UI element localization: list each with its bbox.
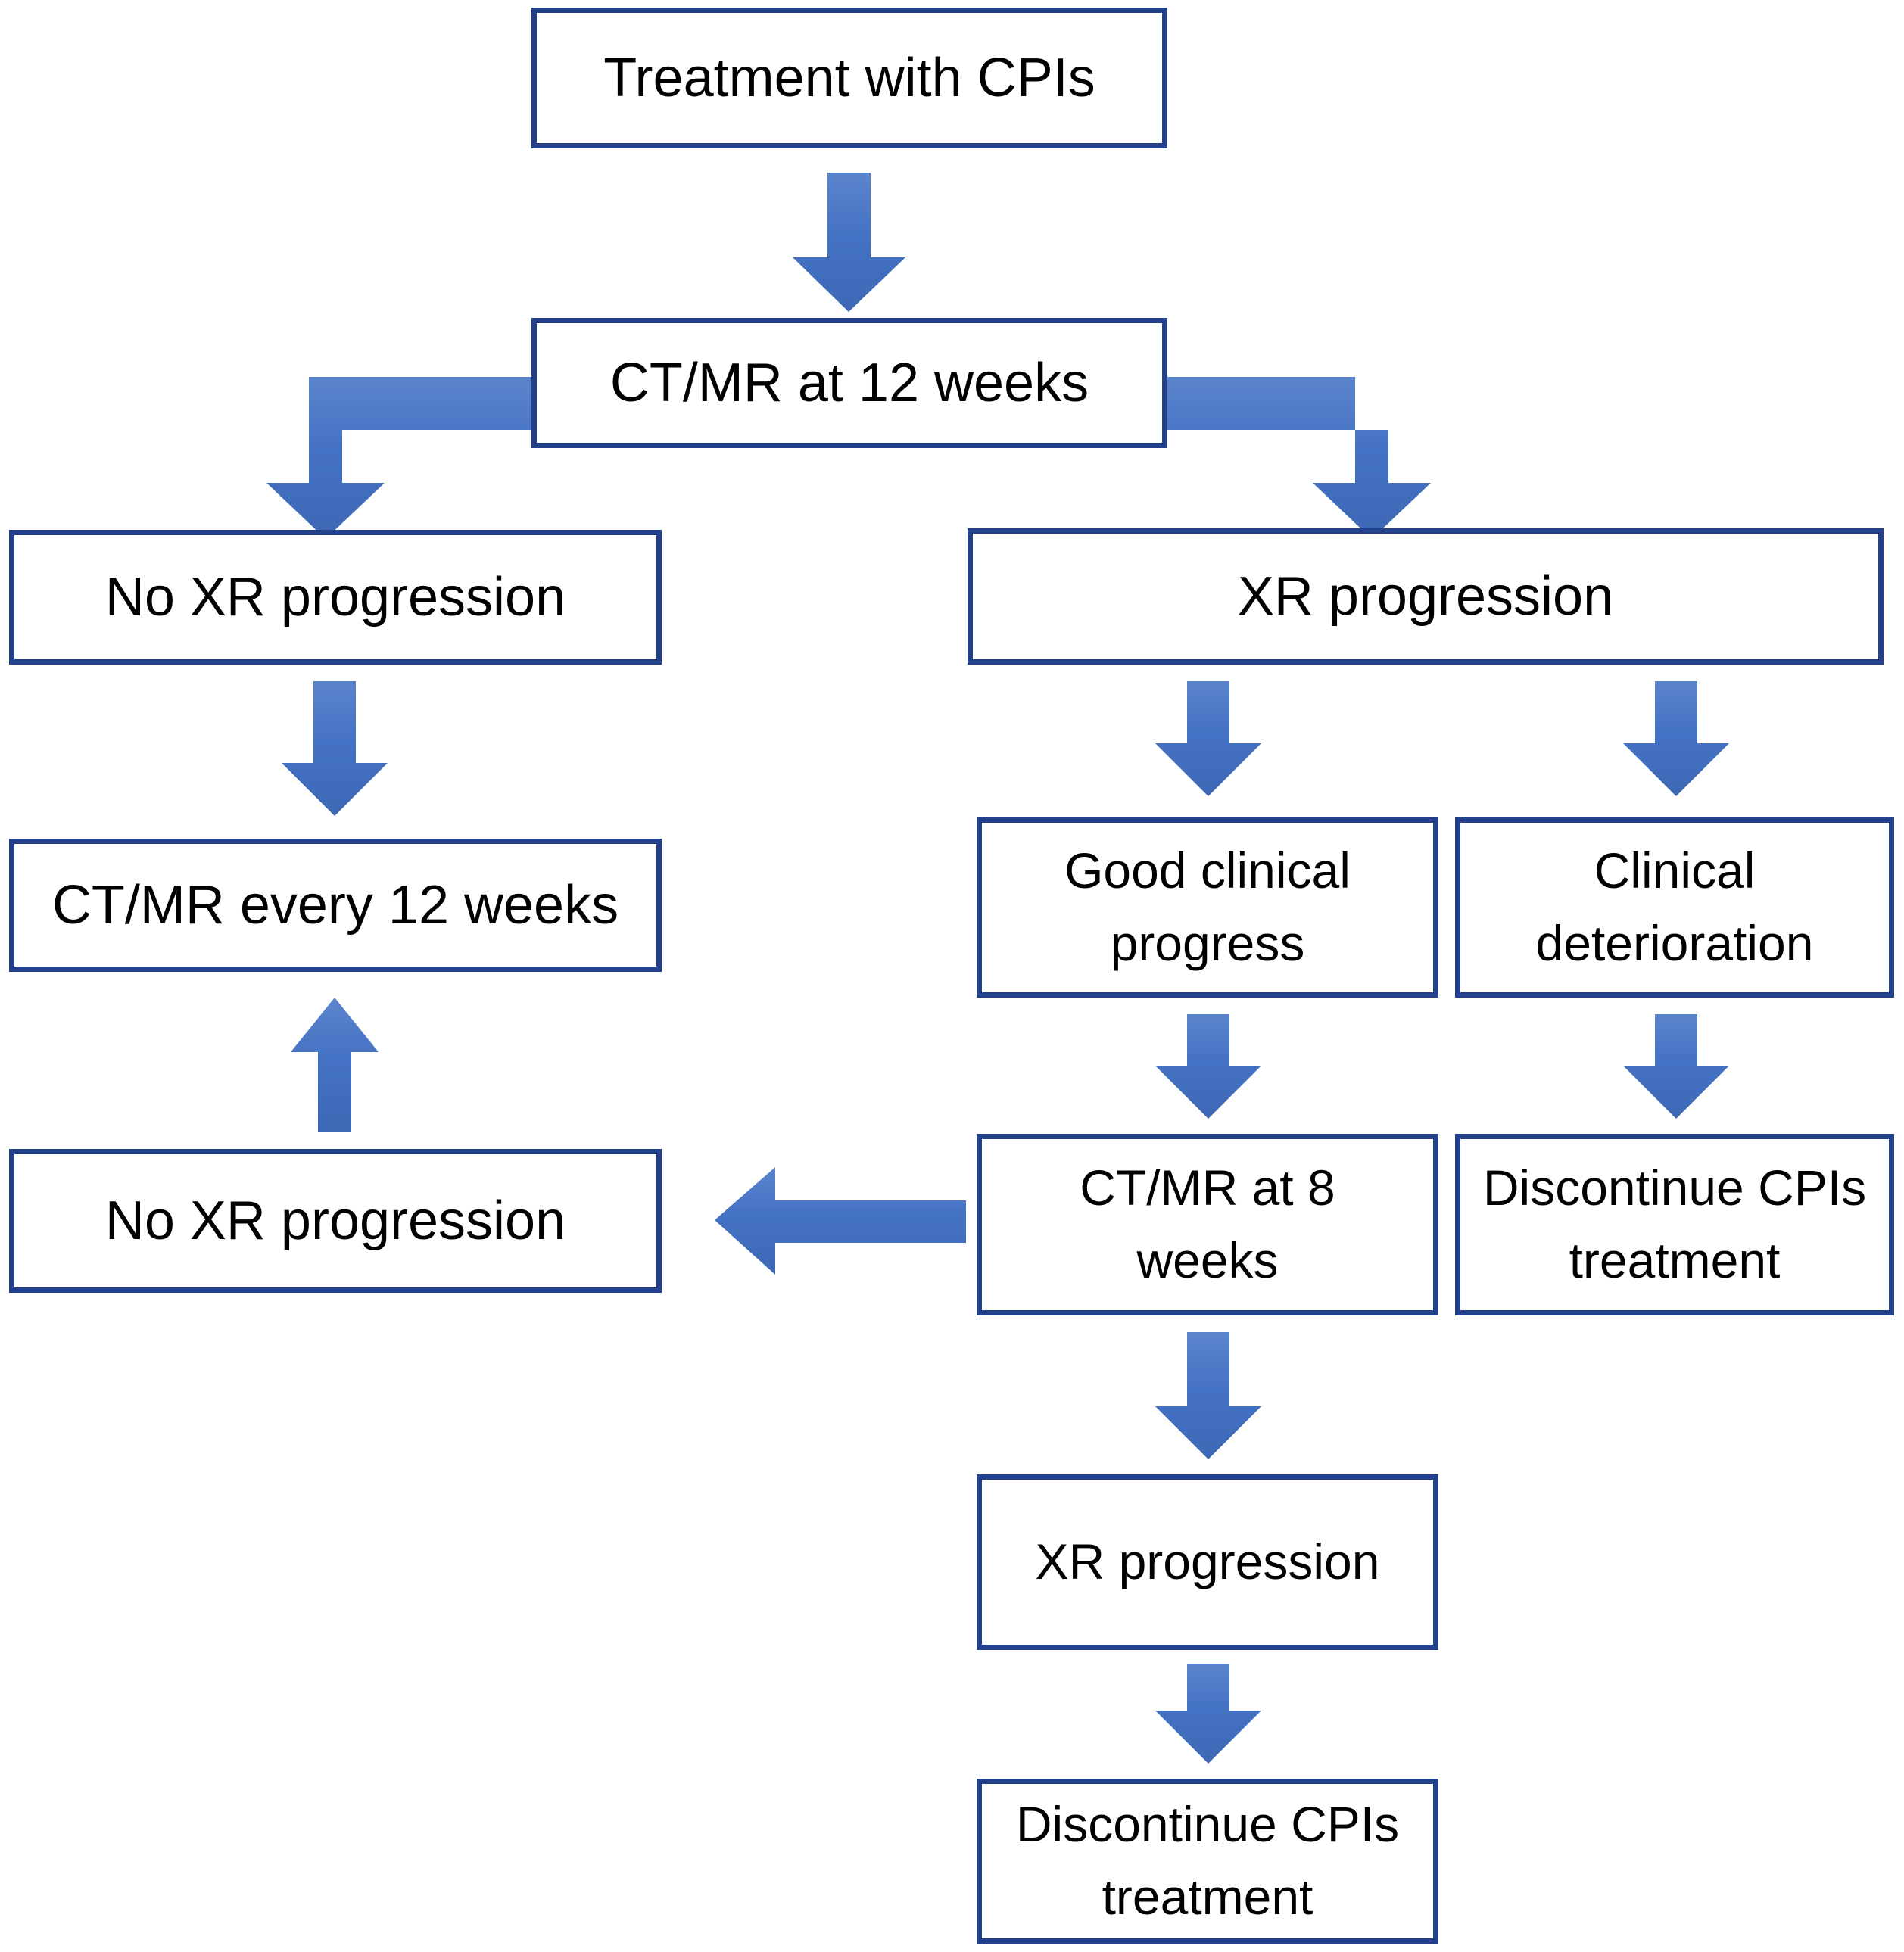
arrow-noxr2-to-ctmrevery12 [291, 998, 379, 1132]
node-label: No XR progression [104, 566, 566, 627]
arrow-goodclinical-to-ctmr8 [1155, 1014, 1261, 1119]
arrow-clinicaldeterior-to-discontinue1 [1623, 1014, 1729, 1119]
arrow-ctmr12-to-xrprog1 [1167, 377, 1431, 539]
node-label: CT/MR every 12 weeks [51, 874, 619, 936]
node-ctmr-at-8-weeks[interactable]: CT/MR at 8 weeks [977, 1134, 1438, 1315]
arrow-ctmr12-to-noxr1 [266, 377, 531, 539]
arrow-ctmr8-to-xrprog2 [1155, 1332, 1261, 1459]
arrow-ctmr8-to-noxr2 [715, 1167, 966, 1275]
node-label: No XR progression [104, 1190, 566, 1251]
node-xr-progression-second[interactable]: XR progression [977, 1474, 1438, 1650]
node-no-xr-progression-first[interactable]: No XR progression [9, 530, 662, 665]
node-treatment-with-cpis[interactable]: Treatment with CPIs [531, 8, 1167, 148]
node-label: Discontinue CPIs treatment [1015, 1796, 1400, 1925]
node-label: CT/MR at 8 weeks [1080, 1160, 1335, 1288]
node-xr-progression-first[interactable]: XR progression [968, 528, 1884, 665]
node-ctmr-at-12-weeks[interactable]: CT/MR at 12 weeks [531, 318, 1167, 448]
node-good-clinical-progress[interactable]: Good clinical progress [977, 817, 1438, 998]
arrow-treatment-to-ctmr12 [793, 173, 905, 312]
node-label: CT/MR at 12 weeks [609, 352, 1089, 413]
node-discontinue-cpis-treatment-second[interactable]: Discontinue CPIs treatment [977, 1779, 1438, 1944]
arrow-noxr1-to-ctmrevery12 [282, 681, 388, 816]
node-label: XR progression [1237, 565, 1614, 627]
node-label: Treatment with CPIs [603, 47, 1095, 108]
arrow-xrprog2-to-discontinue2 [1155, 1664, 1261, 1764]
node-ctmr-every-12-weeks[interactable]: CT/MR every 12 weeks [9, 839, 662, 972]
node-label: Clinical deterioration [1535, 842, 1814, 971]
node-label: Good clinical progress [1064, 842, 1351, 971]
arrow-xrprog1-to-clinicaldeterior [1623, 681, 1729, 796]
node-no-xr-progression-second[interactable]: No XR progression [9, 1149, 662, 1293]
arrow-xrprog1-to-goodclinical [1155, 681, 1261, 796]
node-label: XR progression [1035, 1533, 1380, 1590]
node-clinical-deterioration[interactable]: Clinical deterioration [1455, 817, 1894, 998]
node-label: Discontinue CPIs treatment [1482, 1160, 1867, 1288]
node-discontinue-cpis-treatment-first[interactable]: Discontinue CPIs treatment [1455, 1134, 1894, 1315]
